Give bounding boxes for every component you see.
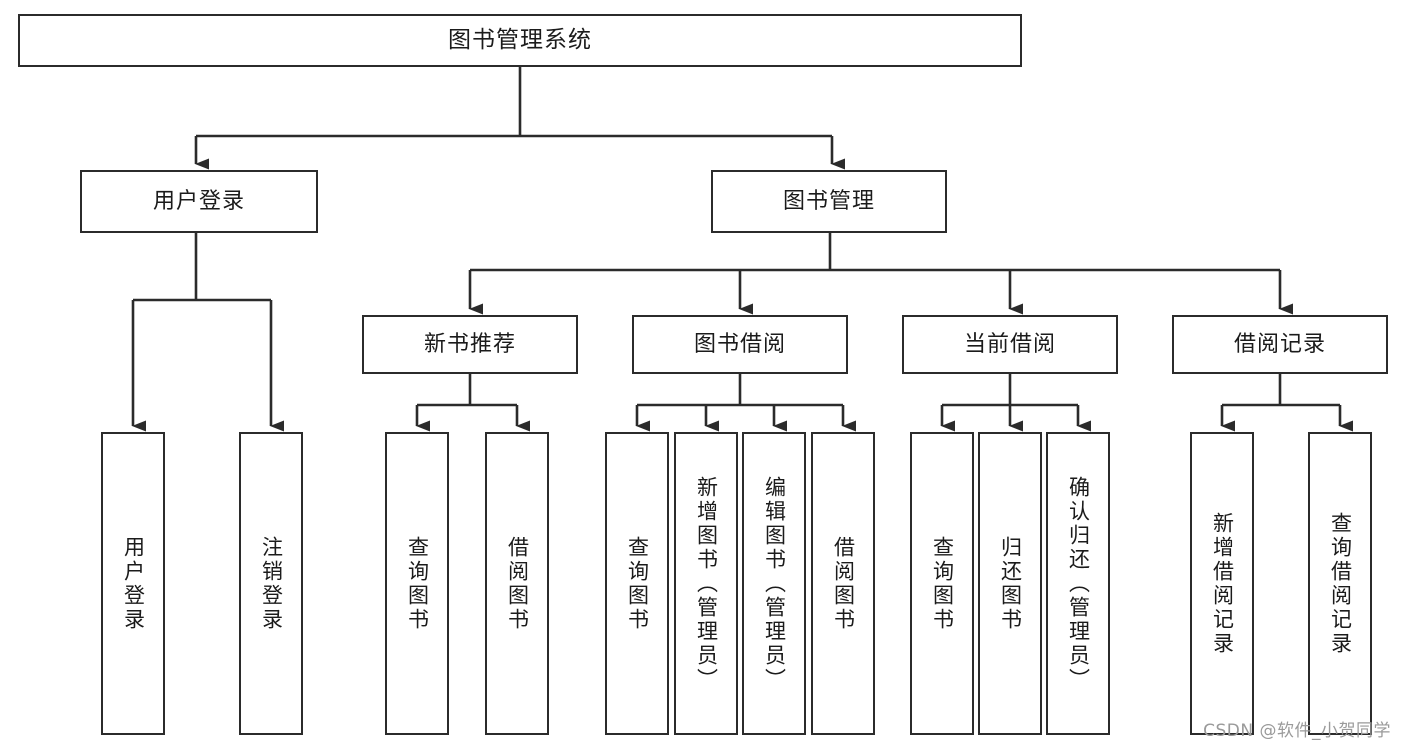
leaf-borrow-borrow-book[interactable]: 借阅图书 — [811, 432, 875, 735]
leaf-user-login-signin[interactable]: 用户登录 — [101, 432, 165, 735]
leaf-current-query-book[interactable]: 查询图书 — [910, 432, 974, 735]
leaf-current-confirm-return-admin[interactable]: 确认归还（管理员） — [1046, 432, 1110, 735]
leaf-records-add-record[interactable]: 新增借阅记录 — [1190, 432, 1254, 735]
leaf-borrow-add-book-admin[interactable]: 新增图书（管理员） — [674, 432, 738, 735]
leaf-user-login-signout[interactable]: 注销登录 — [239, 432, 303, 735]
node-label: 确认归还（管理员） — [1066, 475, 1091, 692]
node-root-system[interactable]: 图书管理系统 — [18, 14, 1022, 67]
node-label: 图书管理 — [782, 188, 875, 214]
node-current-borrow[interactable]: 当前借阅 — [902, 315, 1118, 374]
node-label: 查询图书 — [625, 535, 650, 632]
leaf-records-query-record[interactable]: 查询借阅记录 — [1308, 432, 1372, 735]
node-label: 当前借阅 — [963, 331, 1056, 357]
leaf-borrow-query-book[interactable]: 查询图书 — [605, 432, 669, 735]
node-label: 图书管理系统 — [448, 27, 592, 54]
node-label: 借阅图书 — [505, 535, 530, 632]
leaf-recommend-borrow-book[interactable]: 借阅图书 — [485, 432, 549, 735]
node-label: 查询图书 — [405, 535, 430, 632]
node-label: 图书借阅 — [693, 331, 786, 357]
node-book-borrow[interactable]: 图书借阅 — [632, 315, 848, 374]
node-label: 用户登录 — [152, 188, 245, 214]
leaf-current-return-book[interactable]: 归还图书 — [978, 432, 1042, 735]
node-user-login[interactable]: 用户登录 — [80, 170, 318, 233]
node-label: 注销登录 — [259, 535, 284, 632]
watermark-text: CSDN @软件_小贺同学 — [1203, 721, 1391, 741]
node-label: 新增图书（管理员） — [694, 475, 719, 692]
leaf-recommend-query-book[interactable]: 查询图书 — [385, 432, 449, 735]
node-label: 用户登录 — [121, 535, 146, 632]
node-label: 查询图书 — [930, 535, 955, 632]
node-label: 借阅图书 — [831, 535, 856, 632]
leaf-borrow-edit-book-admin[interactable]: 编辑图书（管理员） — [742, 432, 806, 735]
node-label: 编辑图书（管理员） — [762, 475, 787, 692]
node-book-management[interactable]: 图书管理 — [711, 170, 947, 233]
node-borrow-records[interactable]: 借阅记录 — [1172, 315, 1388, 374]
node-new-book-recommend[interactable]: 新书推荐 — [362, 315, 578, 374]
node-label: 新增借阅记录 — [1210, 511, 1235, 656]
node-label: 借阅记录 — [1233, 331, 1326, 357]
node-label: 查询借阅记录 — [1328, 511, 1353, 656]
node-label: 归还图书 — [998, 535, 1023, 632]
node-label: 新书推荐 — [423, 331, 516, 357]
